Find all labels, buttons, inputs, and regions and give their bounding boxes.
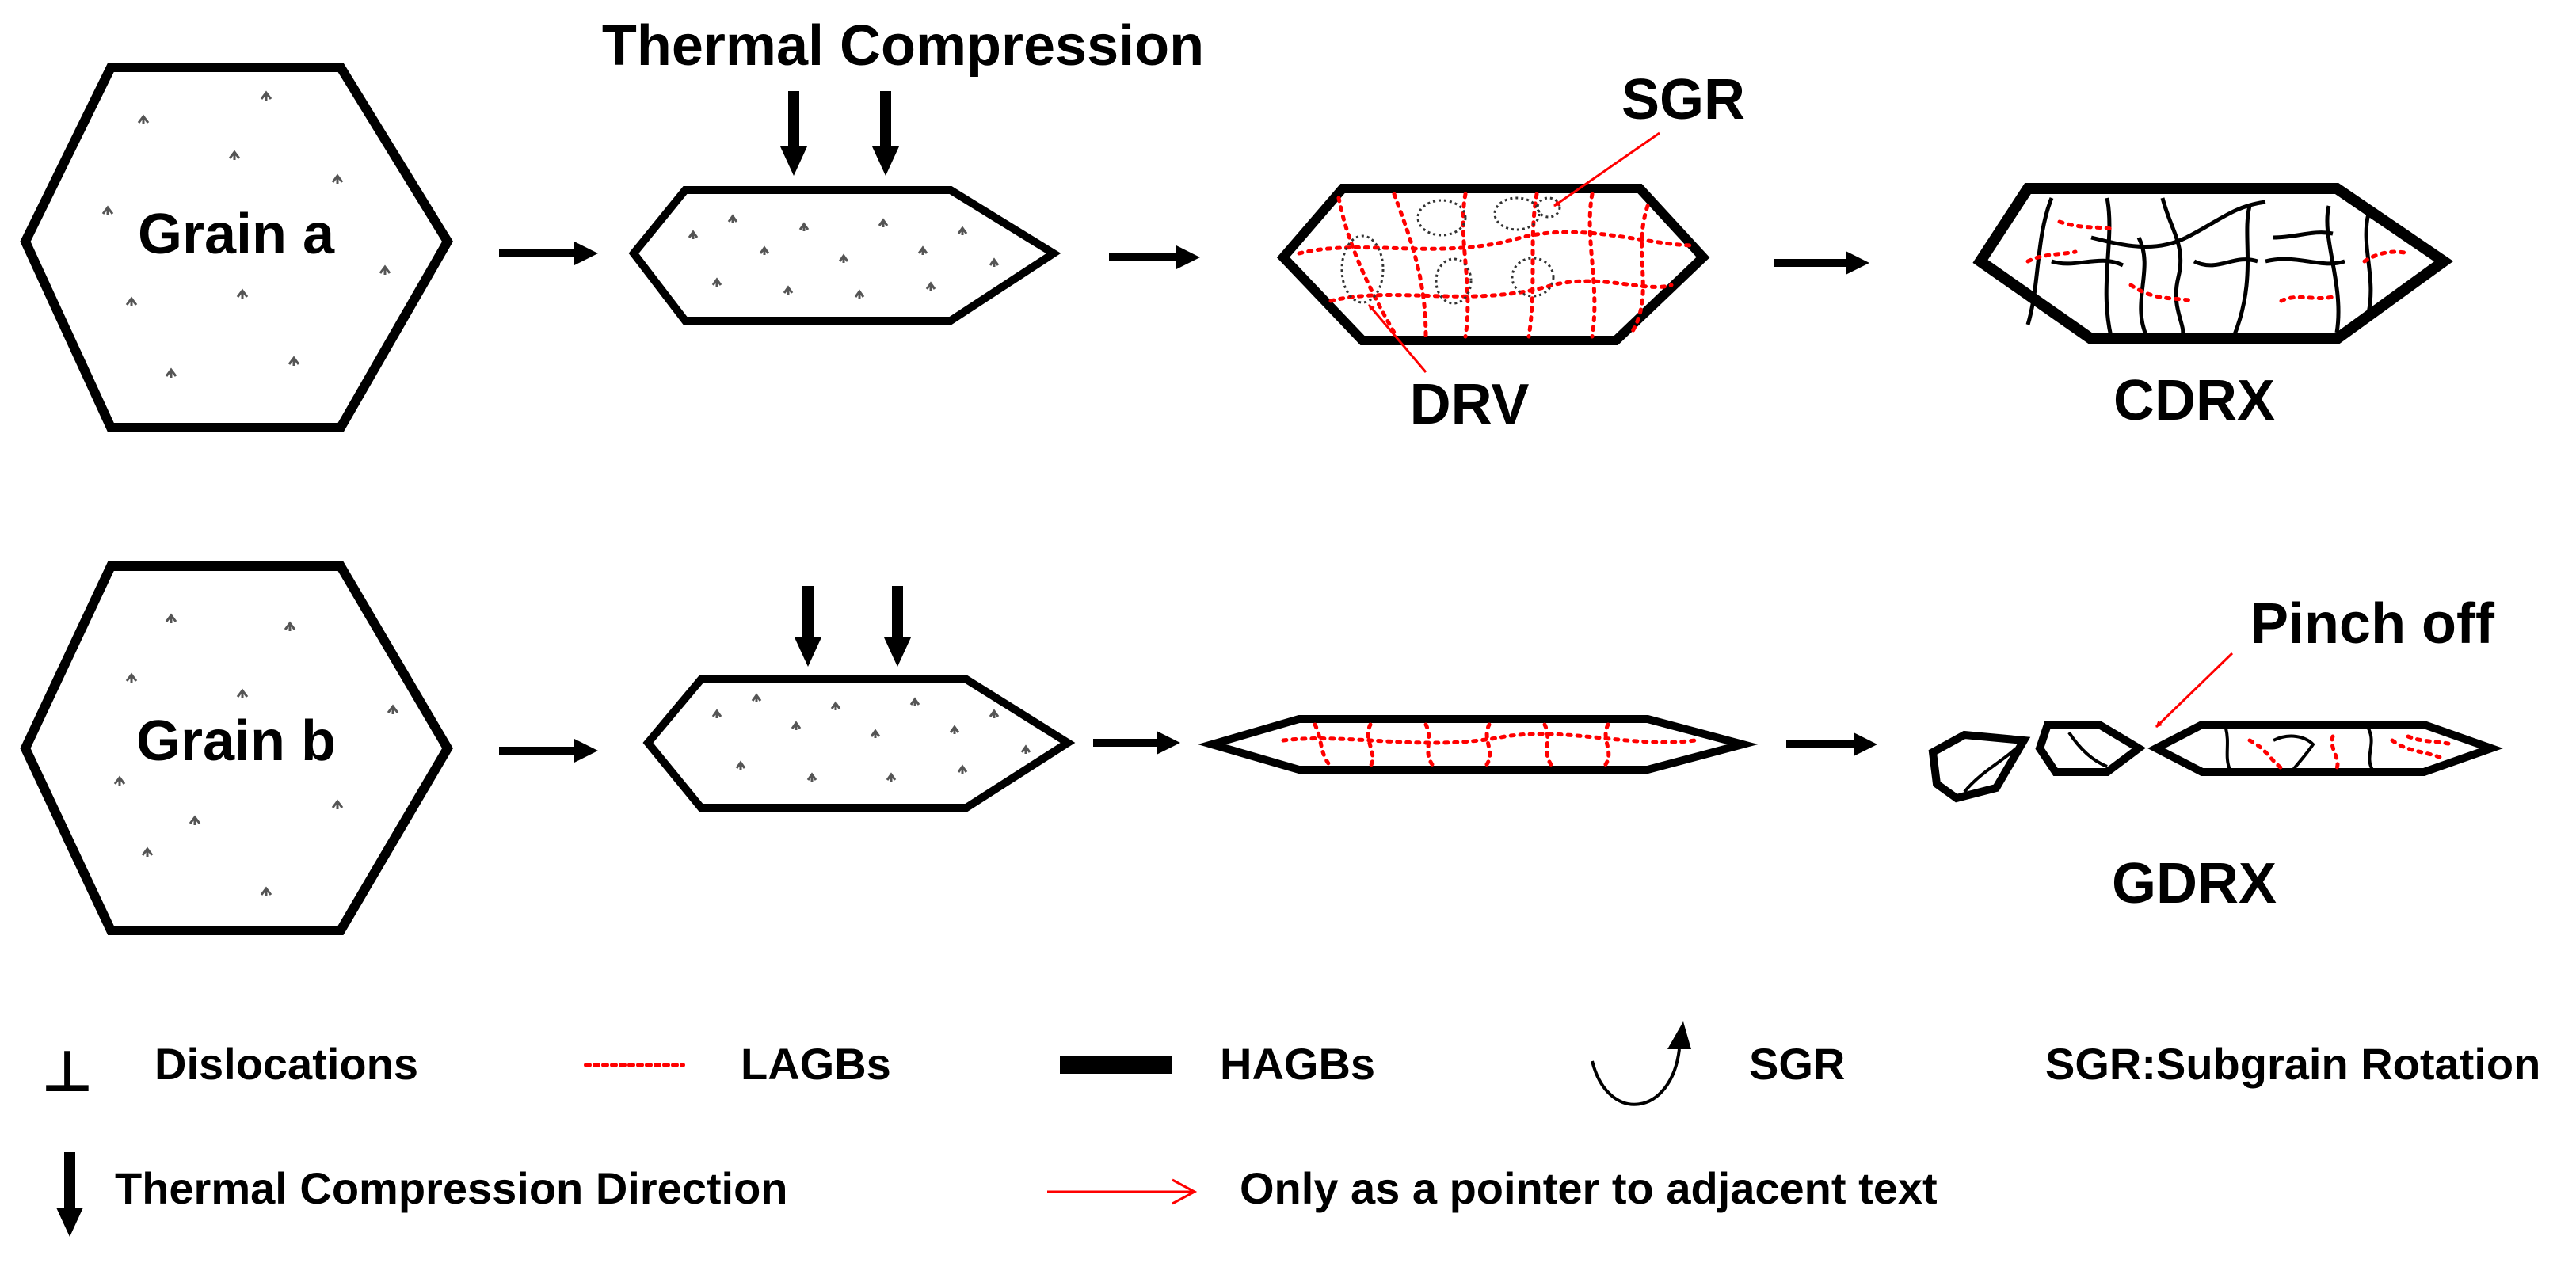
compressed-grain-b [642,675,1076,812]
diagram-title: Thermal Compression [602,14,1204,78]
deforming-grain-a [1276,184,1710,345]
compression-arrow-a2 [872,91,899,176]
grain-a-dislocations [101,90,391,378]
pinch-off-pointer [2155,652,2234,729]
gdrx-lagbs [2247,734,2454,770]
legend-sgr: SGR [1749,1039,1845,1089]
grain-b-label: Grain b [136,709,336,773]
sgr-label: SGR [1621,68,1745,131]
process-arrow-a3 [1774,251,1869,275]
compressed-grain-a [628,186,1061,325]
compression-arrow-a1 [780,91,807,176]
process-arrow-a1 [499,242,598,265]
drv-label: DRV [1410,373,1530,436]
process-arrow-b2 [1093,731,1180,755]
compressed-grain-a-dislocations [688,214,1000,299]
legend-sgr-definition: SGR:Subgrain Rotation [2045,1039,2540,1089]
process-arrow-a2 [1109,245,1200,269]
pinch-off-label: Pinch off [2250,592,2495,656]
cdrx-lagbs [2025,219,2410,303]
lagb-network-a [1297,192,1698,339]
sgr-pointer [1553,131,1660,207]
cdrx-label: CDRX [2113,369,2275,432]
gdrx-label: GDRX [2112,852,2277,915]
gdrx-fragment-1-hagb [1963,747,2018,793]
process-arrow-b1 [499,739,598,763]
legend-compression-direction: Thermal Compression Direction [115,1163,788,1213]
grain-a-label: Grain a [138,203,335,266]
legend-lagbs: LAGBs [741,1039,891,1089]
legend-dislocations: Dislocations [154,1039,418,1089]
dislocation-symbol: ⊥ [41,1040,93,1104]
hagb-swatch [1060,1056,1172,1074]
elongated-grain-b [1198,715,1759,774]
legend-pointer: Only as a pointer to adjacent text [1240,1163,1938,1213]
grain-a-hexagon [20,63,453,432]
gdrx-hagbs [2224,728,2374,771]
gdrx-remaining-grain [2147,721,2504,776]
sgr-rotation-icon [1591,1021,1691,1106]
cdrx-hagbs [2025,197,2373,338]
subgrain-outlines-a [1340,196,1561,305]
compressed-grain-b-dislocations [711,693,1031,782]
compression-arrow-b2 [884,586,911,667]
drv-pointer [1367,304,1427,373]
gdrx-fragment-1 [1928,730,2031,803]
compression-direction-icon [56,1152,83,1237]
lagb-network-b [1281,722,1698,769]
grain-b-hexagon [20,561,453,935]
cdrx-grain [1972,183,2454,344]
gdrx-fragment-2 [2035,721,2146,776]
grain-b-dislocations [113,613,399,896]
pointer-swatch [1047,1178,1198,1205]
compression-arrow-b1 [795,586,821,667]
legend-hagbs: HAGBs [1220,1039,1375,1089]
gdrx-fragment-2-hagb [2067,731,2108,768]
process-arrow-b3 [1786,732,1877,756]
